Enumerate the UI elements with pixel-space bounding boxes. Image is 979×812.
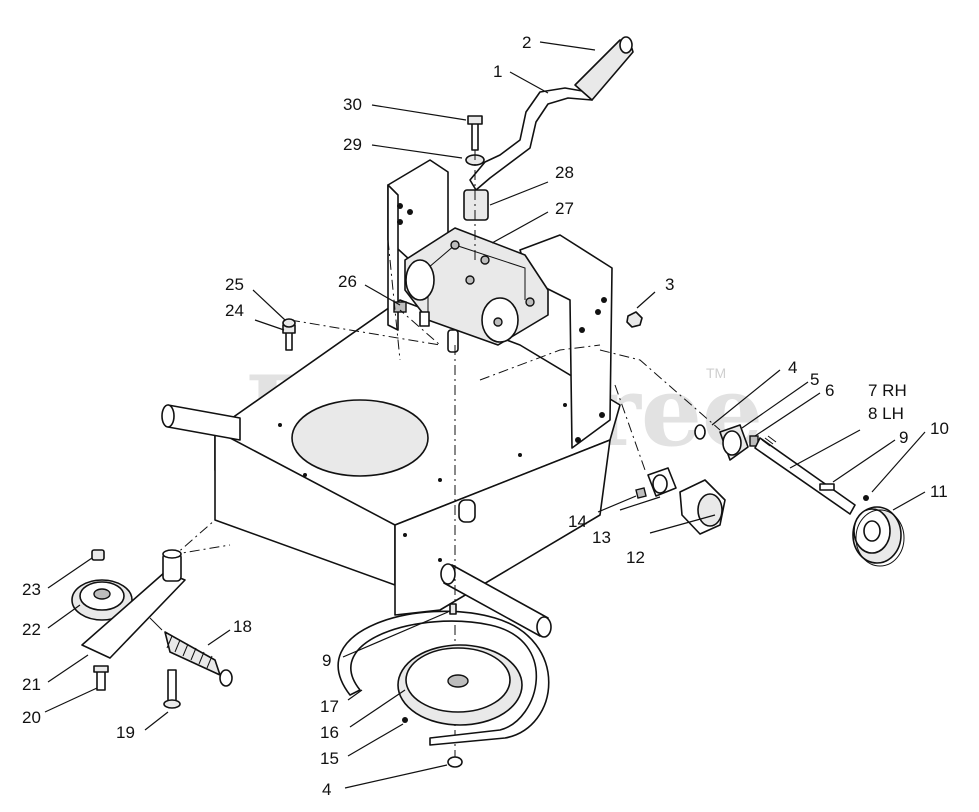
- nut-3[interactable]: [626, 311, 643, 328]
- callout-8-lh: 8 LH: [868, 404, 904, 423]
- callout-9-upper: 9: [899, 428, 908, 447]
- shoulder-bolt-19[interactable]: [163, 669, 181, 709]
- retaining-ring-4[interactable]: [694, 424, 706, 440]
- callout-21: 21: [22, 675, 41, 694]
- callout-17: 17: [320, 697, 339, 716]
- gearbox-bracket-left[interactable]: [387, 159, 449, 331]
- callout-6: 6: [825, 381, 834, 400]
- callout-20: 20: [22, 708, 41, 727]
- screw-30[interactable]: [467, 115, 483, 151]
- nut-23[interactable]: [91, 549, 105, 561]
- retaining-ring-4-lower[interactable]: [447, 756, 463, 768]
- idler-pulley-22[interactable]: [71, 579, 133, 621]
- spacer-tube[interactable]: [458, 499, 476, 523]
- pulley-11[interactable]: [852, 506, 905, 567]
- nut-15[interactable]: [402, 717, 408, 723]
- lever-grip[interactable]: [574, 36, 634, 101]
- callout-27: 27: [555, 199, 574, 218]
- callout-9-lower: 9: [322, 651, 331, 670]
- extension-spring-18[interactable]: [149, 617, 233, 687]
- bolt-24[interactable]: [282, 324, 296, 351]
- lockwasher-25[interactable]: [282, 318, 296, 328]
- callout-7-rh: 7 RH: [868, 381, 907, 400]
- callout-25: 25: [225, 275, 244, 294]
- callout-28: 28: [555, 163, 574, 182]
- deck-plate[interactable]: [214, 299, 621, 616]
- callout-16: 16: [320, 723, 339, 742]
- callout-11: 11: [930, 482, 948, 501]
- setscrew-14[interactable]: [635, 487, 647, 499]
- pulley-shaft-7-8[interactable]: [754, 435, 856, 515]
- callout-2: 2: [522, 33, 531, 52]
- idler-arm-21[interactable]: [81, 549, 186, 659]
- deck-cutout: [291, 399, 429, 477]
- belt-17[interactable]: [337, 610, 550, 746]
- callout-4-lower: 4: [322, 780, 331, 799]
- trademark-symbol: TM: [706, 365, 726, 381]
- callout-22: 22: [22, 620, 41, 639]
- callout-29: 29: [343, 135, 362, 154]
- flange-bearing-5[interactable]: [719, 424, 749, 461]
- callout-23: 23: [22, 580, 41, 599]
- callout-5: 5: [810, 370, 819, 389]
- callout-3: 3: [665, 275, 674, 294]
- callout-30: 30: [343, 95, 362, 114]
- bolt-26[interactable]: [393, 301, 430, 327]
- coupler-13[interactable]: [647, 467, 677, 497]
- callout-14: 14: [568, 512, 587, 531]
- callout-24: 24: [225, 301, 244, 320]
- callout-1: 1: [493, 62, 502, 81]
- setscrew-10[interactable]: [863, 495, 869, 501]
- callout-18: 18: [233, 617, 252, 636]
- lever-mount-28[interactable]: [463, 189, 489, 221]
- knob-12[interactable]: [679, 479, 726, 535]
- callout-15: 15: [320, 749, 339, 768]
- drive-pulley[interactable]: [397, 644, 523, 726]
- callout-4-upper: 4: [788, 358, 797, 377]
- callout-19: 19: [116, 723, 135, 742]
- callout-13: 13: [592, 528, 611, 547]
- key-9-lower[interactable]: [449, 603, 457, 615]
- axle-tube-front[interactable]: [440, 563, 552, 638]
- key-9-upper[interactable]: [819, 483, 835, 491]
- gearbox[interactable]: [404, 227, 549, 353]
- callout-12: 12: [626, 548, 645, 567]
- callout-10: 10: [930, 419, 949, 438]
- callout-26: 26: [338, 272, 357, 291]
- axle-tube-left[interactable]: [161, 404, 241, 441]
- bolt-20[interactable]: [93, 665, 109, 691]
